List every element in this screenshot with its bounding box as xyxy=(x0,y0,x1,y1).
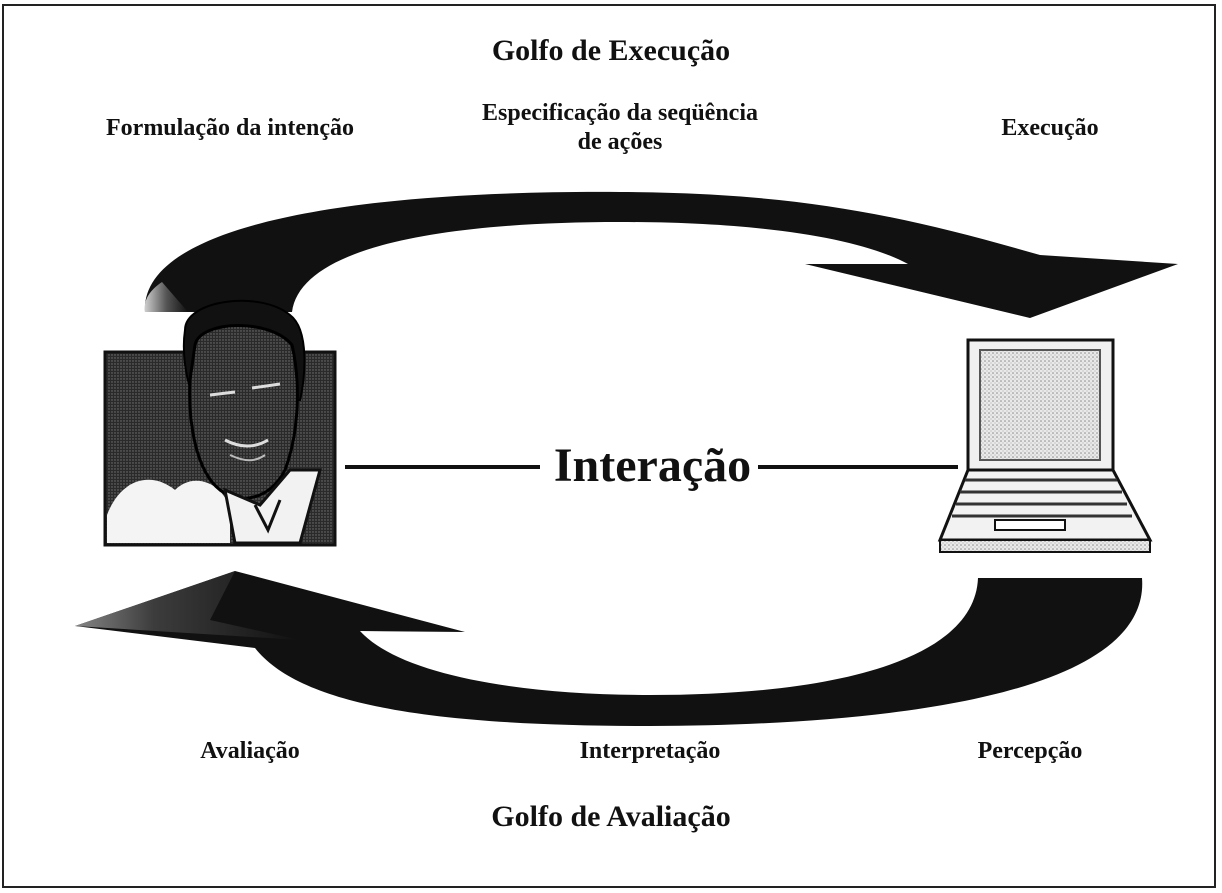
user-portrait-icon xyxy=(103,299,337,547)
stage-execution-label: Execução xyxy=(1001,115,1099,141)
interaction-center-label: Interação xyxy=(553,439,752,492)
stage-evaluation-label: Avaliação xyxy=(200,738,300,764)
stage-perception-label: Percepção xyxy=(977,738,1083,764)
stage-specification-label-line2: de ações xyxy=(577,129,663,155)
gulf-of-execution-label: Golfo de Execução xyxy=(491,34,731,67)
stage-specification-label-line1: Especificação da seqüência xyxy=(482,100,758,126)
stage-interpretation-label: Interpretação xyxy=(579,738,721,764)
computer-laptop-icon xyxy=(937,338,1153,553)
evaluation-arrow xyxy=(75,571,1143,726)
execution-arrow xyxy=(144,191,1178,318)
gulf-of-evaluation-label: Golfo de Avaliação xyxy=(491,800,731,833)
stage-formulation-label: Formulação da intenção xyxy=(106,115,354,141)
